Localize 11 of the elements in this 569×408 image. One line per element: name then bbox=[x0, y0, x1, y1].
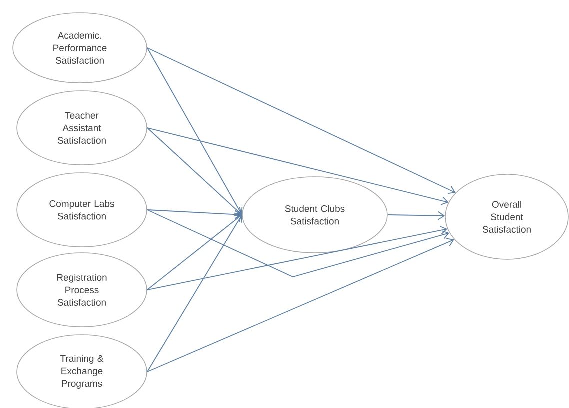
arrow bbox=[146, 215, 242, 372]
arrow bbox=[387, 211, 446, 220]
arrow bbox=[146, 210, 450, 278]
arrow bbox=[146, 215, 242, 290]
arrow bbox=[146, 238, 454, 372]
arrow bbox=[146, 128, 449, 206]
arrow bbox=[146, 226, 448, 290]
arrow bbox=[146, 128, 242, 215]
arrow bbox=[146, 48, 456, 194]
arrow bbox=[146, 48, 243, 215]
arrow bbox=[146, 210, 242, 220]
